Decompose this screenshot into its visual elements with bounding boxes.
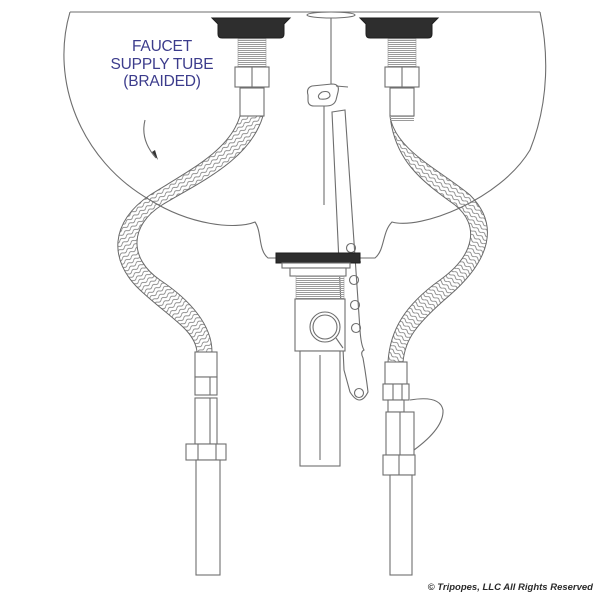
left-faucet-tailpiece — [210, 17, 292, 117]
callout-line-3: (BRAIDED) — [123, 73, 201, 90]
sink-basin — [63, 11, 547, 259]
callout-arrow — [143, 119, 158, 160]
copyright-notice: © Tripopes, LLC All Rights Reserved — [427, 582, 593, 593]
left-shutoff-valve — [185, 351, 227, 576]
callout-line-1: FAUCET — [132, 38, 192, 55]
callout-line-2: SUPPLY TUBE — [110, 55, 214, 73]
right-braided-supply-tube — [387, 115, 488, 363]
callout-label: FAUCET SUPPLY TUBE (BRAIDED) — [92, 38, 232, 91]
right-shutoff-valve — [382, 361, 444, 576]
right-faucet-tailpiece — [358, 17, 440, 117]
drain-tailpiece — [275, 252, 361, 467]
drain-stopper-ring — [306, 11, 356, 95]
left-braided-supply-tube — [117, 115, 264, 353]
